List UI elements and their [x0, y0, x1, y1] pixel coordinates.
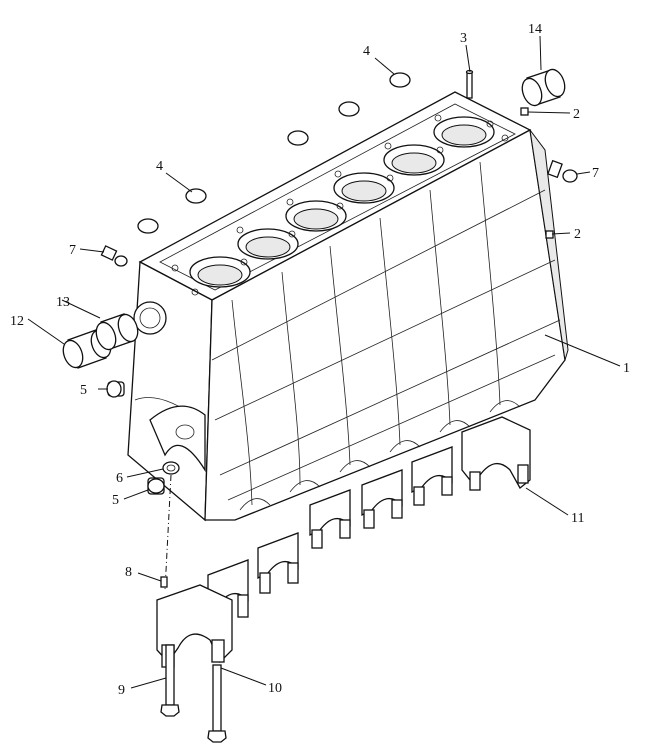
callout-6: 6 — [116, 471, 123, 486]
main-bolt-10 — [207, 664, 227, 743]
plug-5-upper — [106, 380, 125, 398]
callout-5-lower: 5 — [112, 493, 119, 508]
callout-3: 3 — [460, 31, 467, 46]
callout-4-lower: 4 — [156, 159, 163, 174]
callout-labels: 1 2 2 3 4 4 5 5 6 7 7 8 9 10 11 12 13 14 — [10, 22, 630, 698]
main-bolt-9 — [160, 644, 180, 717]
callout-10: 10 — [268, 681, 282, 696]
callout-12: 12 — [10, 314, 24, 329]
plug-2-upper — [520, 107, 529, 116]
callout-8: 8 — [125, 565, 132, 580]
main-bearing-caps-lower — [156, 532, 299, 668]
main-bearing-caps-upper — [309, 416, 531, 549]
core-plugs — [137, 72, 411, 234]
callout-11: 11 — [571, 511, 584, 526]
fitting-left — [100, 245, 128, 267]
bearing-saddles — [239, 400, 521, 511]
bushing-13 — [95, 313, 139, 351]
cylinder-block — [127, 91, 569, 522]
cylinder-bores — [189, 116, 495, 288]
plug-2-lower — [545, 230, 554, 239]
callout-5-upper: 5 — [80, 383, 87, 398]
callout-7-left: 7 — [69, 243, 76, 258]
callout-2-upper: 2 — [573, 107, 580, 122]
seal-ring-6 — [162, 461, 180, 475]
fitting-right — [547, 159, 578, 183]
side-ribs — [211, 161, 561, 506]
assembly-centerline — [164, 474, 172, 591]
callout-14: 14 — [528, 22, 542, 37]
pin-8 — [160, 576, 168, 588]
plug-5-lower — [147, 477, 165, 495]
dowel-pin — [465, 69, 474, 99]
deck-bolt-holes — [171, 114, 509, 296]
callout-7-right: 7 — [592, 166, 599, 181]
callout-13: 13 — [56, 295, 70, 310]
callout-9: 9 — [118, 683, 125, 698]
bushing-14 — [521, 68, 566, 107]
leader-lines — [27, 35, 621, 689]
callout-2-lower: 2 — [574, 227, 581, 242]
callout-4-upper: 4 — [363, 44, 370, 59]
callout-1: 1 — [623, 361, 630, 376]
